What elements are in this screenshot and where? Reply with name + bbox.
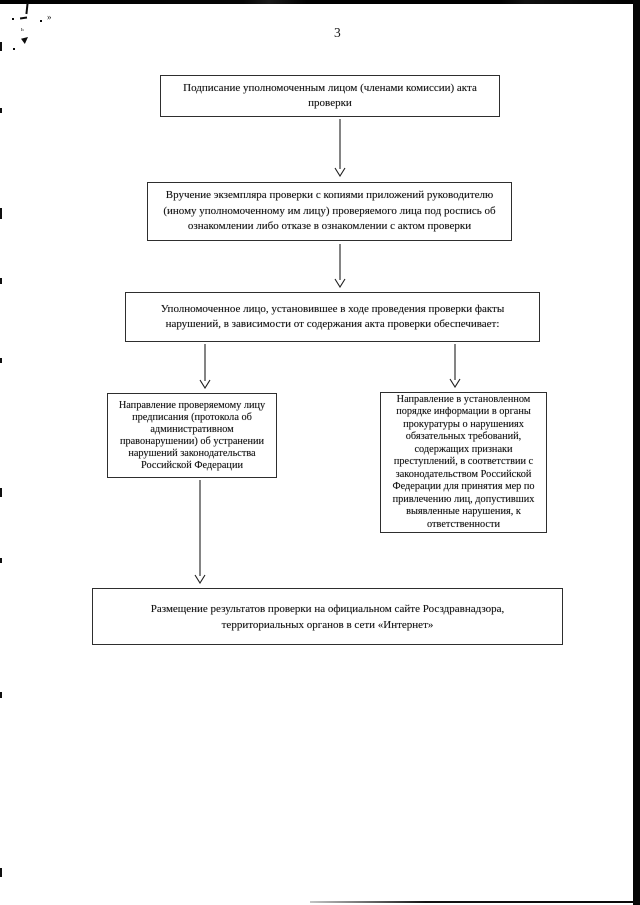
pen-mark: ь bbox=[21, 27, 24, 33]
scan-edge-left-dash bbox=[0, 208, 2, 219]
scan-edge-left-dash bbox=[0, 558, 2, 563]
scan-edge-left-dash bbox=[0, 108, 2, 113]
flow-node-label: Вручение экземпляра проверки с копиями п… bbox=[163, 189, 496, 233]
pen-mark bbox=[40, 20, 42, 22]
pen-mark: » bbox=[47, 12, 52, 22]
flow-node-info-to-prosecutors: Направление в установленном порядке инфо… bbox=[380, 392, 547, 533]
flow-node-signing-act: Подписание уполномоченным лицом (членами… bbox=[160, 75, 500, 117]
scan-edge-left-dash bbox=[0, 358, 2, 363]
pen-mark bbox=[19, 16, 28, 19]
flow-node-label: Уполномоченное лицо, установившее в ходе… bbox=[160, 302, 505, 331]
flow-arrow-3-to-4 bbox=[198, 344, 212, 389]
flow-node-label: Подписание уполномоченным лицом (членами… bbox=[183, 81, 477, 110]
scan-edge-left-dash bbox=[0, 868, 2, 877]
scan-edge-left-dash bbox=[0, 42, 2, 51]
flow-arrow-2-to-3 bbox=[333, 244, 347, 288]
pen-mark bbox=[12, 18, 14, 20]
pen-mark bbox=[25, 2, 29, 15]
scan-edge-left-dash bbox=[0, 692, 2, 698]
flow-arrow-1-to-2 bbox=[333, 119, 347, 177]
flow-node-handing-act-copy: Вручение экземпляра проверки с копиями п… bbox=[147, 182, 512, 241]
pen-mark bbox=[13, 48, 15, 50]
scan-edge-right bbox=[633, 0, 640, 905]
pen-mark bbox=[21, 37, 28, 44]
scan-edge-left-dash bbox=[0, 488, 2, 497]
flow-arrow-4-to-6 bbox=[193, 480, 207, 584]
scan-edge-bottom bbox=[310, 901, 640, 903]
flow-node-publish-results: Размещение результатов проверки на офици… bbox=[92, 588, 563, 645]
flow-node-directive-to-inspected: Направление проверяемому лицу предписани… bbox=[107, 393, 277, 478]
flow-arrow-3-to-5 bbox=[448, 344, 462, 388]
flow-node-label: Направление в установленном порядке инфо… bbox=[392, 393, 535, 530]
page-number: 3 bbox=[334, 25, 341, 40]
scan-edge-left-dash bbox=[0, 278, 2, 284]
scan-edge-top bbox=[0, 0, 640, 4]
flow-node-label: Размещение результатов проверки на офици… bbox=[150, 602, 505, 631]
flow-node-authorized-person-ensures: Уполномоченное лицо, установившее в ходе… bbox=[125, 292, 540, 342]
flow-node-label: Направление проверяемому лицу предписани… bbox=[118, 399, 266, 471]
